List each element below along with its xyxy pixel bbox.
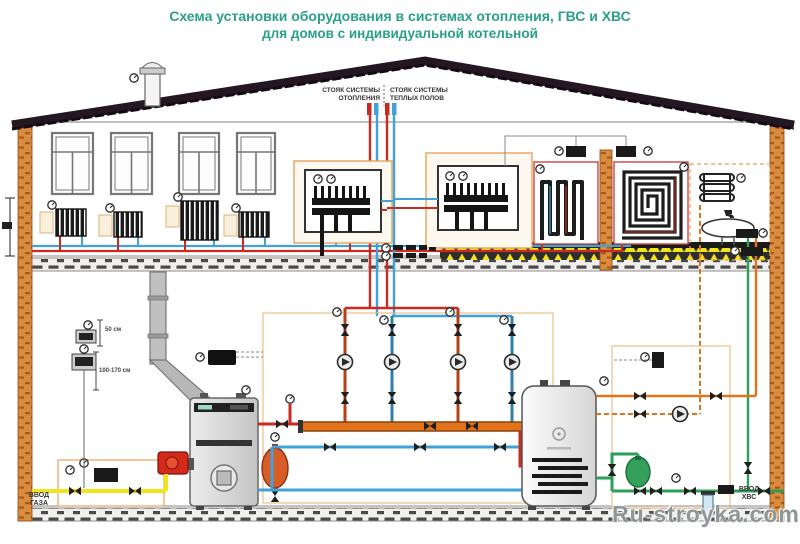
window-3 [177, 131, 221, 196]
radiators [39, 192, 270, 241]
roof-chimney [129, 62, 166, 107]
gas-line [32, 458, 168, 496]
pump-line-3 [445, 307, 467, 422]
floor-band-fittings [381, 243, 436, 261]
cold-water-line [596, 452, 784, 516]
expansion-tank-heating [261, 432, 289, 502]
windows [50, 131, 277, 196]
washbasin [701, 210, 755, 245]
manifold-cabinet-b [387, 152, 533, 249]
roof [11, 56, 795, 131]
recirculation-pump [671, 405, 689, 423]
window-4 [235, 131, 277, 196]
return-pipes [258, 431, 540, 492]
zone-gas-meter [57, 459, 165, 507]
boiler-safety-group [258, 394, 302, 429]
pump-line-2 [379, 315, 401, 422]
manifold-cabinet-a [293, 160, 394, 256]
dhw-cw-risers [699, 205, 758, 491]
wall-right [769, 120, 785, 522]
window-1 [50, 131, 95, 196]
dimension-line [2, 197, 15, 257]
room-thermostat-2 [616, 146, 653, 157]
room-thermostat-1 [554, 146, 586, 157]
window-2 [109, 131, 154, 196]
wall-left [17, 120, 33, 522]
wall-thermostats [71, 319, 103, 488]
radiator-2 [98, 203, 143, 238]
wall-inner [599, 149, 613, 271]
dhw-storage-tank [521, 376, 609, 510]
control-box [195, 350, 263, 365]
towel-dryer [699, 173, 735, 202]
gas-boiler [189, 385, 259, 510]
bathroom-zone [689, 163, 771, 261]
room-spiral-loop [613, 161, 689, 245]
water-meters [730, 228, 768, 256]
wall-device [612, 352, 664, 368]
pump-line-1 [332, 307, 354, 422]
gas-burner [157, 451, 194, 475]
expansion-tank-dhw [625, 456, 651, 488]
radiator-4 [223, 203, 270, 238]
flue [147, 271, 212, 407]
zone-dhw-group [611, 345, 731, 509]
room-serpentine-loop [533, 161, 599, 245]
pump-station [332, 306, 521, 422]
thermostat-wires [504, 135, 627, 166]
radiator-3 [165, 192, 219, 241]
dhw-piping [596, 391, 756, 423]
pump-line-4 [499, 315, 521, 422]
radiator-1 [39, 200, 87, 237]
zone-pump-station [262, 312, 554, 504]
